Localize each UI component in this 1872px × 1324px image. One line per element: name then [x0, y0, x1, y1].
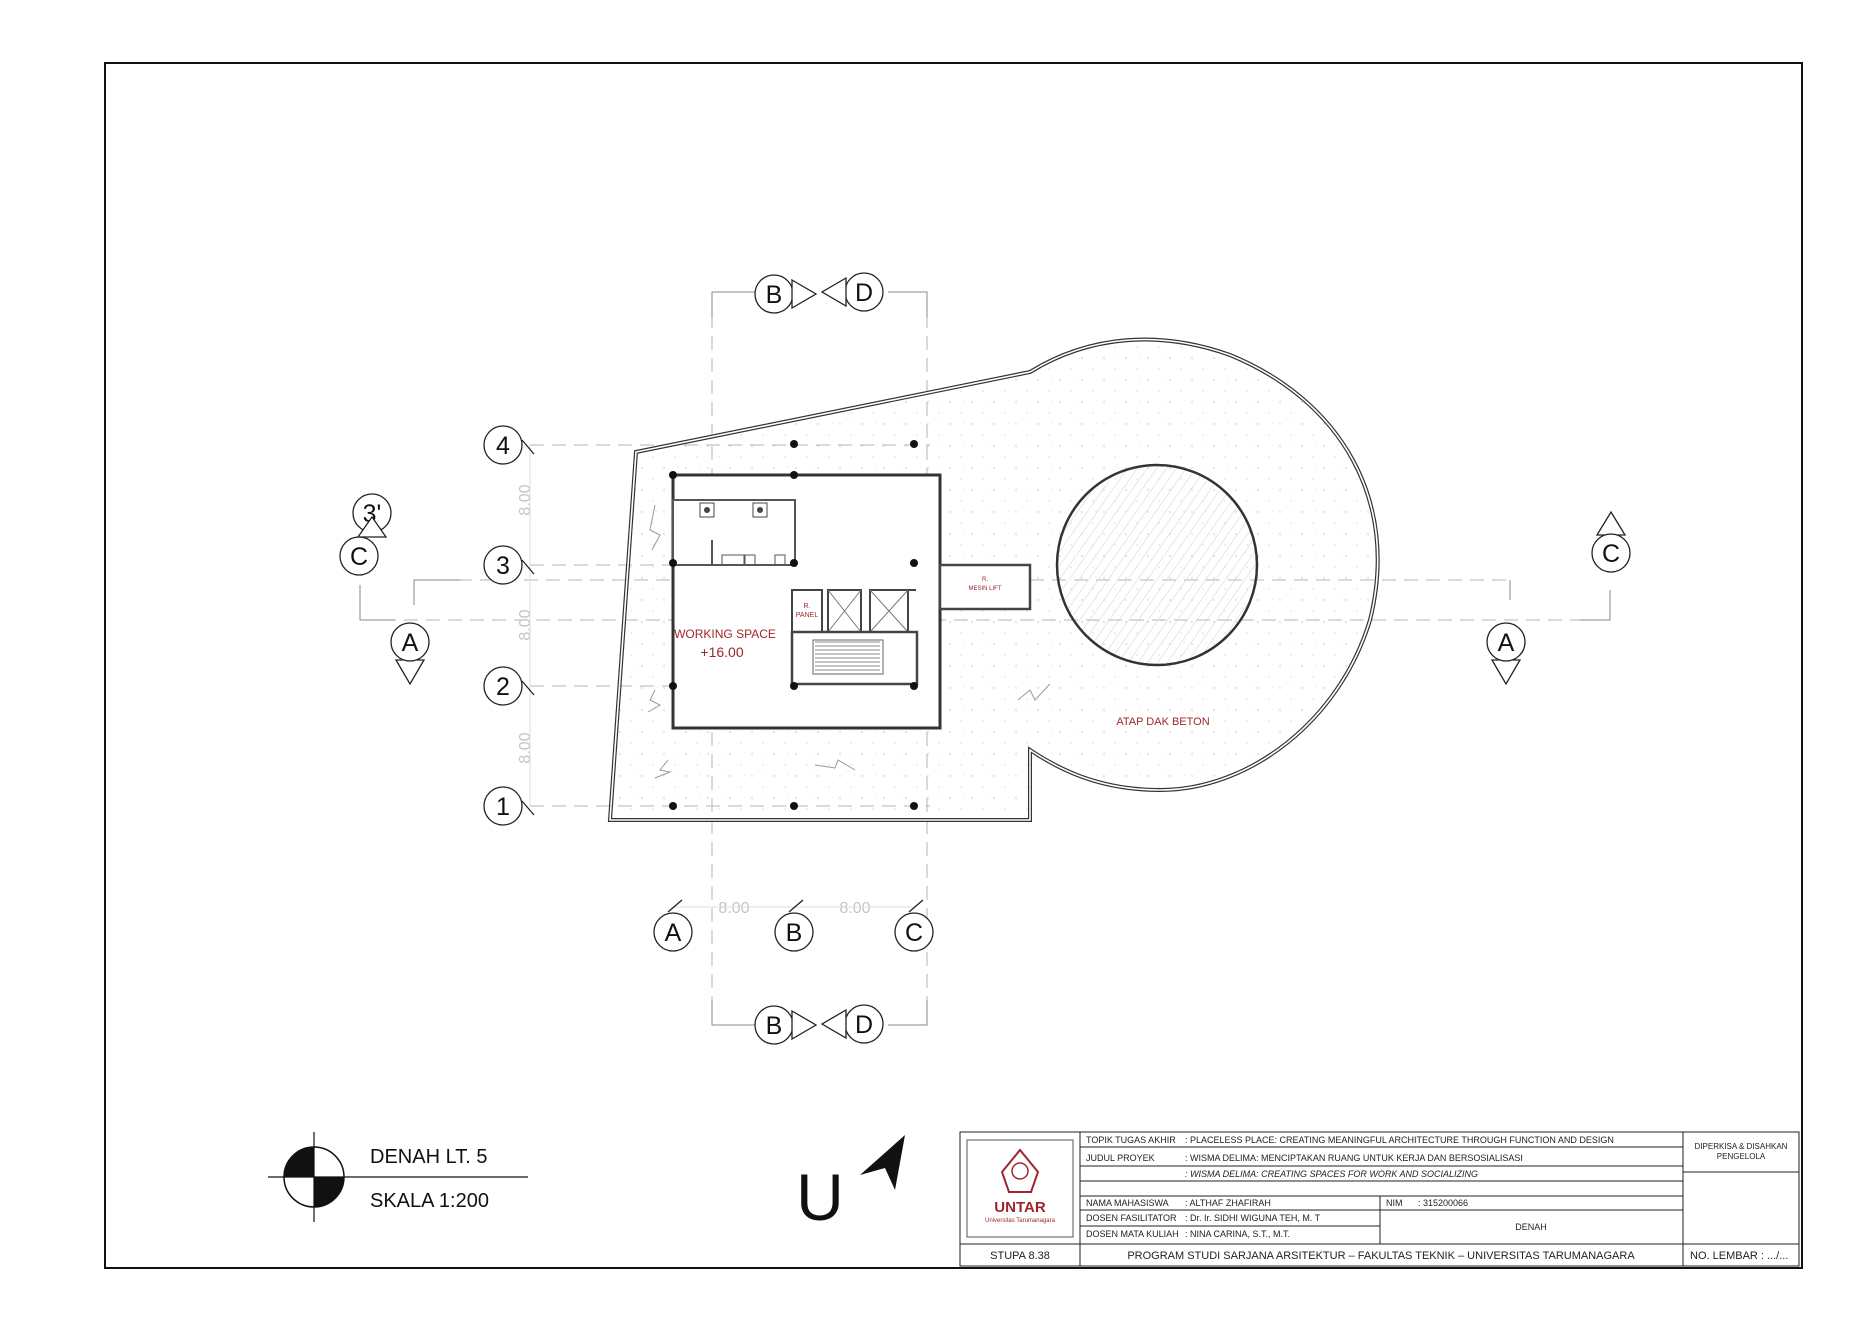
section-marker-bd-bottom	[754, 1004, 884, 1045]
grid-row-4: 4	[496, 432, 510, 460]
working-space-level: +16.00	[700, 644, 743, 660]
section-marker-a-right	[1486, 622, 1526, 686]
atap-dak-beton-label: ATAP DAK BETON	[1116, 716, 1209, 728]
r-panel-label-1: R.	[804, 603, 811, 610]
section-a-right-label: A	[1498, 629, 1515, 657]
grid-col-a: A	[665, 919, 682, 947]
nama-label: NAMA MAHASISWA	[1086, 1198, 1169, 1208]
working-space-label: WORKING SPACE	[674, 627, 776, 641]
section-b-top-label: B	[766, 281, 783, 309]
legend-scale: SKALA 1:200	[370, 1190, 489, 1212]
section-d-top-label: D	[855, 279, 873, 307]
panel-room	[791, 589, 823, 633]
matakuliah-value: : NINA CARINA, S.T., M.T.	[1185, 1229, 1290, 1239]
plan-symbol-icon	[268, 1132, 528, 1222]
section-marker-a-left	[390, 622, 430, 686]
grid-row-3: 3	[496, 552, 510, 580]
legend-title: DENAH LT. 5	[370, 1146, 487, 1168]
judul-label: JUDUL PROYEK	[1086, 1153, 1155, 1163]
sheet-name: DENAH	[1515, 1222, 1547, 1232]
dim-label: 8.00	[517, 609, 534, 640]
section-marker-bd-top	[754, 272, 884, 314]
program-text: PROGRAM STUDI SARJANA ARSITEKTUR – FAKUL…	[1127, 1250, 1635, 1262]
sheet-border	[104, 62, 1803, 1269]
section-c-left-label: C	[350, 543, 368, 571]
grid-row-2: 2	[496, 673, 510, 701]
title-block	[959, 1131, 1800, 1267]
toilet-block	[672, 499, 796, 566]
nim-label: NIM	[1386, 1198, 1403, 1208]
judul-value: : WISMA DELIMA: MENCIPTAKAN RUANG UNTUK …	[1185, 1153, 1523, 1163]
diperiksa-line-2: PENGELOLA	[1717, 1152, 1766, 1161]
grid-bubbles-cols	[653, 899, 934, 952]
section-c-right-label: C	[1602, 540, 1620, 568]
fasilitator-label: DOSEN FASILITATOR	[1086, 1213, 1177, 1223]
grid-row-3prime: 3'	[363, 500, 382, 528]
grid-bubbles-rows	[352, 425, 535, 826]
no-lembar: NO. LEMBAR : .../...	[1690, 1250, 1788, 1262]
nama-value: : ALTHAF ZHAFIRAH	[1185, 1198, 1271, 1208]
section-a-left-label: A	[402, 629, 419, 657]
grid-col-b: B	[786, 919, 803, 947]
circular-void	[1055, 463, 1259, 667]
section-marker-c-left	[339, 515, 388, 576]
section-d-bottom-label: D	[855, 1011, 873, 1039]
topik-label: TOPIK TUGAS AKHIR	[1086, 1135, 1176, 1145]
untar-logo	[966, 1139, 1074, 1238]
topik-value: : PLACELESS PLACE: CREATING MEANINGFUL A…	[1185, 1135, 1614, 1145]
grid-row-1: 1	[496, 793, 510, 821]
logo-text: UNTAR	[994, 1199, 1046, 1216]
stupa-code: STUPA 8.38	[990, 1250, 1050, 1262]
columns	[669, 440, 918, 810]
north-letter: U	[796, 1160, 844, 1234]
fasilitator-value: : Dr. Ir. SIDHI WIGUNA TEH, M. T	[1185, 1213, 1321, 1223]
mesin-lift-label-1: R.	[982, 577, 988, 583]
dim-label: 8.00	[839, 900, 870, 917]
section-marker-c-right	[1591, 510, 1631, 573]
north-arrow-icon	[860, 1135, 905, 1190]
mesin-lift-room	[938, 563, 1032, 611]
logo-subtext: Universitas Tarumanagara	[985, 1218, 1056, 1224]
matakuliah-label: DOSEN MATA KULIAH	[1086, 1229, 1179, 1239]
nim-value: : 315200066	[1418, 1198, 1468, 1208]
judul-en: : WISMA DELIMA: CREATING SPACES FOR WORK…	[1185, 1169, 1478, 1179]
section-b-bottom-label: B	[766, 1012, 783, 1040]
r-panel-label-2: PANEL	[796, 612, 819, 619]
dim-label: 8.00	[517, 484, 534, 515]
dim-label: 8.00	[718, 900, 749, 917]
mesin-lift-label-2: MESIN LIFT	[968, 586, 1001, 592]
section-lines	[359, 291, 1611, 1026]
diperiksa-line-1: DIPERKISA & DISAHKAN	[1695, 1142, 1788, 1151]
dim-label: 8.00	[517, 732, 534, 763]
grid-col-c: C	[905, 919, 923, 947]
slope-arrows	[647, 504, 1051, 779]
